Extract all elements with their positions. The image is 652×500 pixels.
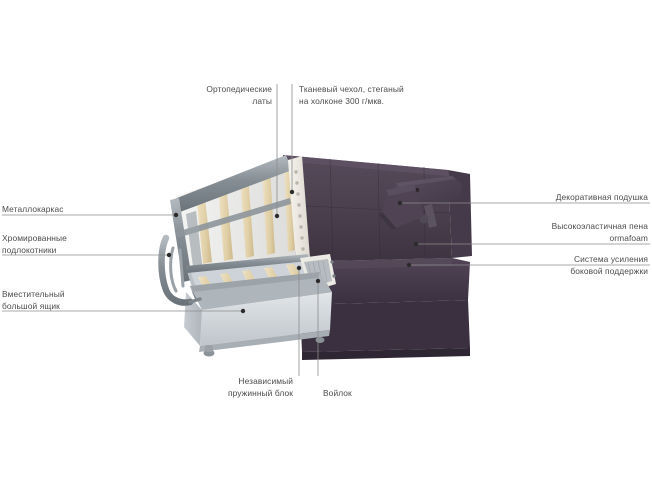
sofa-base-bottom [302,348,470,360]
decorative-pillow [379,184,424,230]
dot-spring-block [296,265,302,271]
callout-independent-spring-block: Независимый пружинный блок [227,376,293,398]
callout-chrome-armrests: Хромированные подлокотники [2,233,67,255]
dot-metal-frame [173,212,179,218]
panel-bolt-bottom [332,274,336,278]
chrome-armrest-left-inner [169,246,185,293]
callout-large-storage-box: Вместительный большой ящик [2,289,65,311]
panel-bolt-top [330,260,334,264]
leader-endpoint-dots [166,189,419,314]
box-inner-lip [190,272,320,292]
callout-high-elastic-foam: Высокоэластичная пена ormafoam [551,221,648,243]
armrest-stem [424,204,437,228]
dot-storage-box [240,308,246,314]
armrest-bracket [188,297,202,304]
callout-side-support-system: Система усиления боковой поддержки [570,254,648,276]
dot-high-elastic-foam [413,241,419,247]
back-frame-top-rail [172,155,292,212]
back-frame-crossbar [176,198,291,238]
callout-decorative-pillow: Декоративная подушка [555,192,648,202]
seat-rear-rail [186,254,309,273]
callout-fabric-cover: Тканевый чехол, стеганый на холконе 300 … [299,84,404,106]
dot-felt [315,278,321,284]
back-frame-inner-rail [186,211,203,274]
chrome-armrest-left [158,234,194,306]
dot-orthopedic-slats [274,213,280,219]
callout-felt: Войлок [323,388,352,398]
callout-metal-frame: Металлокаркас [2,204,64,214]
sofa-seat-cushion [290,258,470,305]
dot-side-support-system [406,262,412,268]
backrest-top-edge [283,155,448,176]
dot-chrome-armrests [166,252,172,258]
backrest-slat-panel [170,155,296,282]
dot-decorative-pillow [397,200,403,206]
spring-coils-vertical [294,170,305,251]
independent-spring-block [288,156,310,263]
dot-fabric-cover [289,189,295,195]
back-frame-left-post [170,198,192,282]
callout-orthopedic-slats: Ортопедические латы [206,84,272,106]
sofa-base-skirt [300,300,470,352]
